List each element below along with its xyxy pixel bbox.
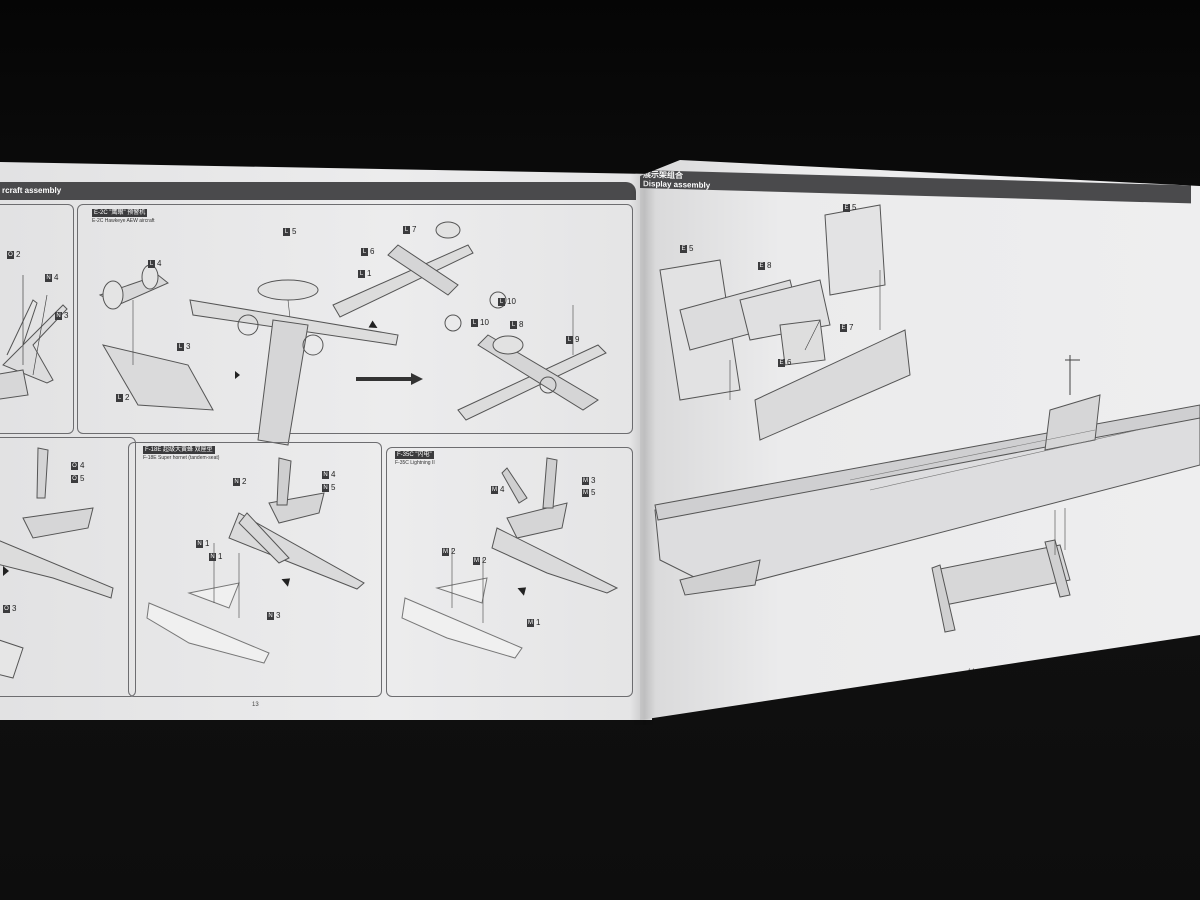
f18e-assembly-drawing — [146, 457, 365, 664]
book-spine-shadow — [630, 170, 656, 725]
aircraft-subtitle-f35c: F-35C Lightning II — [395, 460, 435, 466]
aircraft-subtitle-e2c: E-2C Hawkeye AEW aircraft — [92, 218, 155, 224]
e2c-assembly-drawing — [98, 221, 607, 446]
page-number: 13 — [252, 702, 259, 708]
aircraft-drawing-partial-top — [0, 275, 68, 401]
assembly-arrows — [235, 320, 423, 385]
aircraft-tag-f18e: F-18E 超级大黄蜂 双座型 — [143, 446, 215, 454]
aircraft-drawing-partial-bottom — [0, 447, 114, 679]
aircraft-tag-f35c: F-35C "闪电" — [395, 451, 434, 459]
page-number: 14 — [968, 669, 975, 675]
assembly-panel-e2c: E-2C "鹰眼" 预警机 E-2C Hawkeye AEW aircraft — [77, 204, 633, 446]
instruction-page-right: 展示架组合 Display assembly — [640, 160, 1200, 720]
section-header-title: rcraft assembly — [2, 186, 62, 195]
section-header: rcraft assembly — [0, 182, 636, 200]
display-stand-assembly-drawing — [654, 204, 1200, 633]
f35c-assembly-drawing — [401, 457, 619, 659]
assembly-panel-f18e: F-18E 超级大黄蜂 双座型 F-18E Super hornet (tand… — [128, 442, 382, 697]
aircraft-tag-e2c: E-2C "鹰眼" 预警机 — [92, 209, 148, 217]
aircraft-subtitle-f18e: F-18E Super hornet (tandem-seat) — [143, 455, 220, 461]
